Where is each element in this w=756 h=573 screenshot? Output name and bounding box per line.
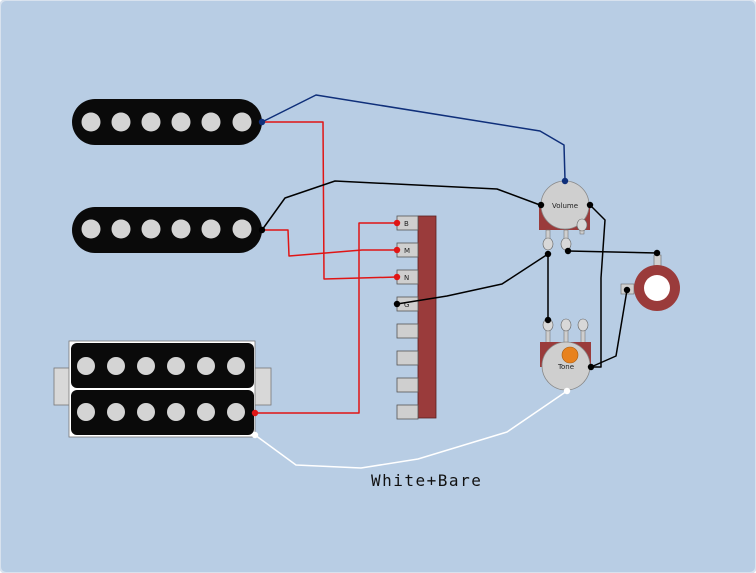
humbucker-coil-top <box>71 343 254 388</box>
switch-lug-label-n: N <box>404 274 409 282</box>
wire-red-middle-to-switch-m <box>261 229 398 257</box>
wire-white-bare-to-tone <box>254 390 568 469</box>
tone-capacitor <box>561 346 579 364</box>
neck-pickup <box>72 99 262 145</box>
wire-red-bridge-to-switch-b <box>254 222 398 414</box>
wires <box>254 94 658 469</box>
humbucker-mount-ear-left <box>53 367 72 406</box>
wire-black-switch-g-to-volume <box>396 253 549 305</box>
neck-pickup-poles <box>81 112 252 132</box>
tone-pot: Tone <box>540 318 591 391</box>
wire-black-middle-to-volume <box>261 180 541 231</box>
switch-lug-label-m: M <box>404 247 410 255</box>
wire-caption: White+Bare <box>371 471 482 490</box>
switch-lug-label-g: G <box>404 301 409 309</box>
humbucker-coil-bottom <box>71 390 254 435</box>
switch-body <box>417 215 437 419</box>
tone-pot-label: Tone <box>557 363 574 371</box>
output-jack-socket <box>644 275 670 301</box>
humbucker-mount-ear-right <box>253 367 272 406</box>
wire-black-volume-to-tone-lug <box>589 204 606 368</box>
wire-black-volume-to-jack <box>567 250 658 254</box>
middle-pickup-poles <box>81 219 252 239</box>
tone-pot-lugs <box>542 318 589 344</box>
wire-red-neck-to-switch-n <box>261 121 398 280</box>
volume-pot-label: Volume <box>552 202 578 210</box>
humbucker-poles <box>77 357 245 421</box>
bridge-humbucker <box>53 340 272 438</box>
switch-lug-label-b: B <box>404 220 409 228</box>
wire-blue-neck-to-volume <box>261 94 566 181</box>
volume-pot: Volume <box>539 180 590 251</box>
output-jack <box>620 254 680 311</box>
wire-black-jack-to-tone <box>590 289 628 368</box>
middle-pickup <box>72 207 262 253</box>
solder-joints <box>251 118 661 439</box>
